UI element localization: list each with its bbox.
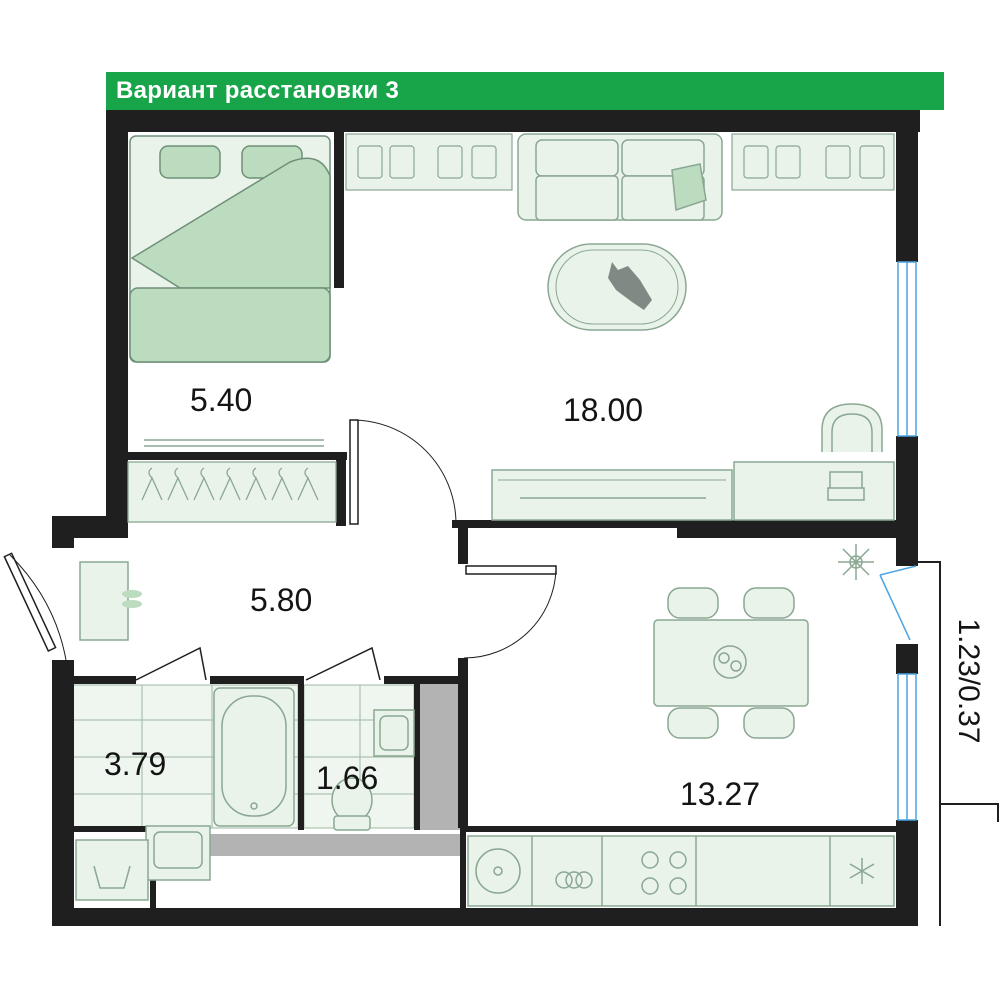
fridge-snowflake-icon — [849, 858, 875, 884]
kitchen-door — [465, 565, 557, 575]
bedroom-area: 5.40 — [190, 382, 253, 418]
chair-icon — [667, 587, 795, 739]
entrance-door — [3, 552, 57, 652]
balcony-area: 1.23/0.37 — [952, 618, 985, 744]
hall-area: 5.80 — [250, 582, 313, 618]
washbasin-icon — [145, 709, 415, 881]
doors — [3, 419, 917, 681]
stove-icon — [555, 851, 687, 895]
header-banner: Вариант расстановки 3 — [106, 72, 944, 110]
plant-icon — [838, 544, 874, 580]
doormat-icon — [79, 561, 142, 641]
dining-table-icon — [653, 619, 809, 707]
kitchen-area: 13.27 — [680, 776, 761, 812]
bathtub-icon — [213, 687, 295, 827]
armchair-icon — [821, 403, 883, 452]
windows — [897, 261, 917, 821]
shirts-icon — [345, 133, 895, 191]
toilet-area: 1.66 — [316, 760, 379, 796]
kitchen-counter — [467, 835, 895, 907]
bedroom-door — [349, 419, 359, 525]
sink-icon — [475, 848, 521, 894]
sofa-icon — [517, 133, 723, 221]
bathroom-area: 3.79 — [104, 746, 167, 782]
tv-stand-icon — [491, 461, 895, 521]
walls — [52, 110, 920, 926]
washing-machine-icon — [75, 839, 149, 901]
bed-icon — [129, 135, 331, 447]
balcony — [918, 561, 999, 926]
page-title: Вариант расстановки 3 — [116, 77, 400, 104]
toilet-icon — [331, 777, 373, 831]
living-room-area: 18.00 — [563, 392, 644, 428]
hanger-icon — [127, 461, 337, 523]
utility-shaft — [155, 678, 460, 856]
rug-cat-icon — [547, 243, 687, 331]
